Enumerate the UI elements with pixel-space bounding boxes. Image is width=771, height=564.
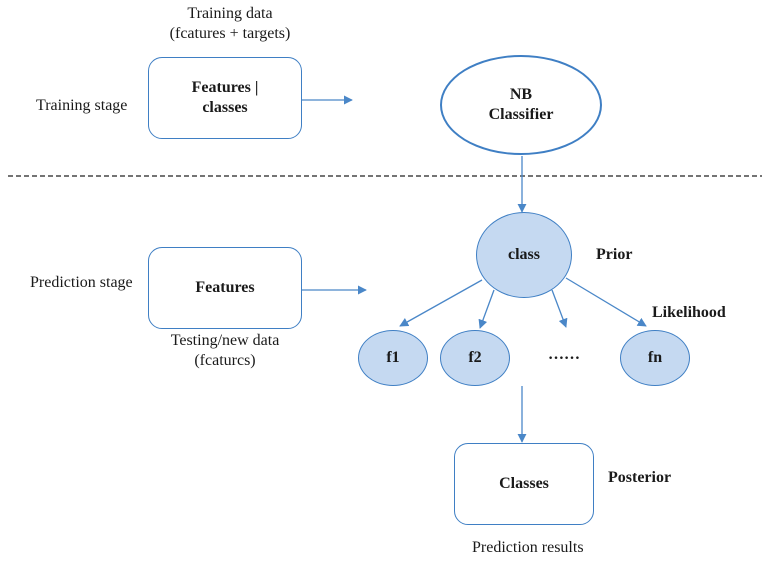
- training-data-caption-line2: (fcatures + targets): [169, 25, 291, 42]
- arrow-class-to-f2: [478, 289, 495, 329]
- feature-node-f1: f1: [358, 330, 428, 386]
- classes-box-label: Classes: [499, 475, 549, 492]
- feature-node-fn-label: fn: [647, 349, 663, 366]
- feature-node-f1-label: f1: [386, 349, 400, 366]
- arrow-class-to-fn: [565, 277, 647, 327]
- prediction-stage-label: Prediction stage: [30, 274, 133, 291]
- class-node-label: class: [508, 246, 540, 263]
- training-stage-label: Training stage: [36, 97, 128, 114]
- prediction-results-caption: Prediction results: [472, 539, 584, 556]
- feature-node-fn: fn: [620, 330, 690, 386]
- nb-classifier-node: NB Classifier: [440, 55, 602, 155]
- class-node: class: [476, 212, 572, 298]
- testing-data-caption-line1: Testing/new data: [170, 332, 280, 349]
- posterior-label: Posterior: [608, 469, 672, 486]
- training-features-box: Features | classes: [148, 57, 302, 139]
- classes-box: Classes: [454, 443, 594, 525]
- testing-data-caption: Testing/new data (fcaturcs): [150, 331, 300, 371]
- prior-label: Prior: [596, 246, 633, 263]
- arrow-class-to-f1: [399, 279, 483, 327]
- training-data-caption: Training data (fcatures + targets): [150, 4, 310, 44]
- prediction-features-box: Features: [148, 247, 302, 329]
- feature-node-f2: f2: [440, 330, 510, 386]
- training-data-caption-line1: Training data: [187, 5, 273, 22]
- training-features-box-label: Features | classes: [191, 79, 259, 116]
- feature-ellipsis: ……: [548, 346, 580, 363]
- prediction-features-box-label: Features: [195, 279, 255, 296]
- feature-node-f2-label: f2: [468, 349, 482, 366]
- arrow-class-to-ellipsis: [551, 289, 568, 328]
- likelihood-label: Likelihood: [652, 304, 726, 321]
- testing-data-caption-line2: (fcaturcs): [194, 352, 256, 369]
- nb-classifier-label: NB Classifier: [488, 86, 554, 123]
